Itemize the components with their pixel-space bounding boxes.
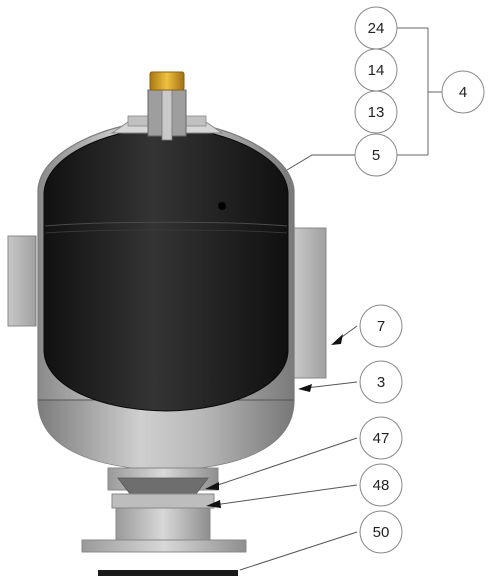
callout-label-47: 47 xyxy=(373,430,390,447)
callout-label-50: 50 xyxy=(373,524,390,541)
bladder xyxy=(43,126,289,412)
callout-label-13: 13 xyxy=(368,104,385,121)
left-side-flange xyxy=(7,235,37,327)
callout-3: 3 xyxy=(359,360,403,404)
callout-5: 5 xyxy=(354,133,398,177)
bladder-dot xyxy=(218,202,226,210)
leader-5 xyxy=(286,154,355,171)
leader-50 xyxy=(239,531,358,571)
brass-cap xyxy=(149,71,185,91)
leader-3 xyxy=(305,381,358,389)
leader-48 xyxy=(213,484,358,506)
callout-label-3: 3 xyxy=(377,374,385,391)
right-side-flange xyxy=(293,227,327,379)
bottom-plate xyxy=(98,570,238,576)
leader-lines xyxy=(211,154,358,571)
callout-13: 13 xyxy=(354,90,398,134)
callout-7: 7 xyxy=(359,304,403,348)
leader-47 xyxy=(211,437,358,488)
callout-label-7: 7 xyxy=(377,318,385,335)
top-valve xyxy=(110,71,224,141)
callout-4: 4 xyxy=(441,70,485,114)
callout-label-4: 4 xyxy=(459,84,467,101)
callout-label-48: 48 xyxy=(373,477,390,494)
callout-label-14: 14 xyxy=(368,62,385,79)
callout-label-24: 24 xyxy=(368,20,385,37)
base-flange xyxy=(81,539,247,553)
bottom-outlet xyxy=(81,467,247,553)
leader-arrowheads xyxy=(205,334,343,508)
callout-50: 50 xyxy=(359,510,403,554)
callout-48: 48 xyxy=(359,463,403,507)
callout-14: 14 xyxy=(354,48,398,92)
callout-label-5: 5 xyxy=(372,147,380,164)
callout-24: 24 xyxy=(354,6,398,50)
callout-47: 47 xyxy=(359,416,403,460)
callout-bracket xyxy=(397,27,443,156)
